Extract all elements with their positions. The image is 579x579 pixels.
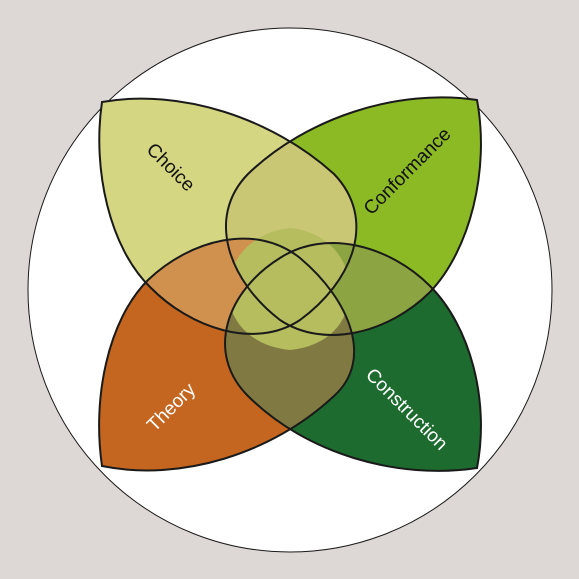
outline-theory: [98, 237, 356, 472]
petal-outlines: [98, 96, 482, 472]
overlap-center: [228, 228, 350, 350]
outline-choice: [98, 97, 358, 335]
outline-construction: [224, 242, 482, 472]
outline-conformance: [224, 96, 482, 336]
